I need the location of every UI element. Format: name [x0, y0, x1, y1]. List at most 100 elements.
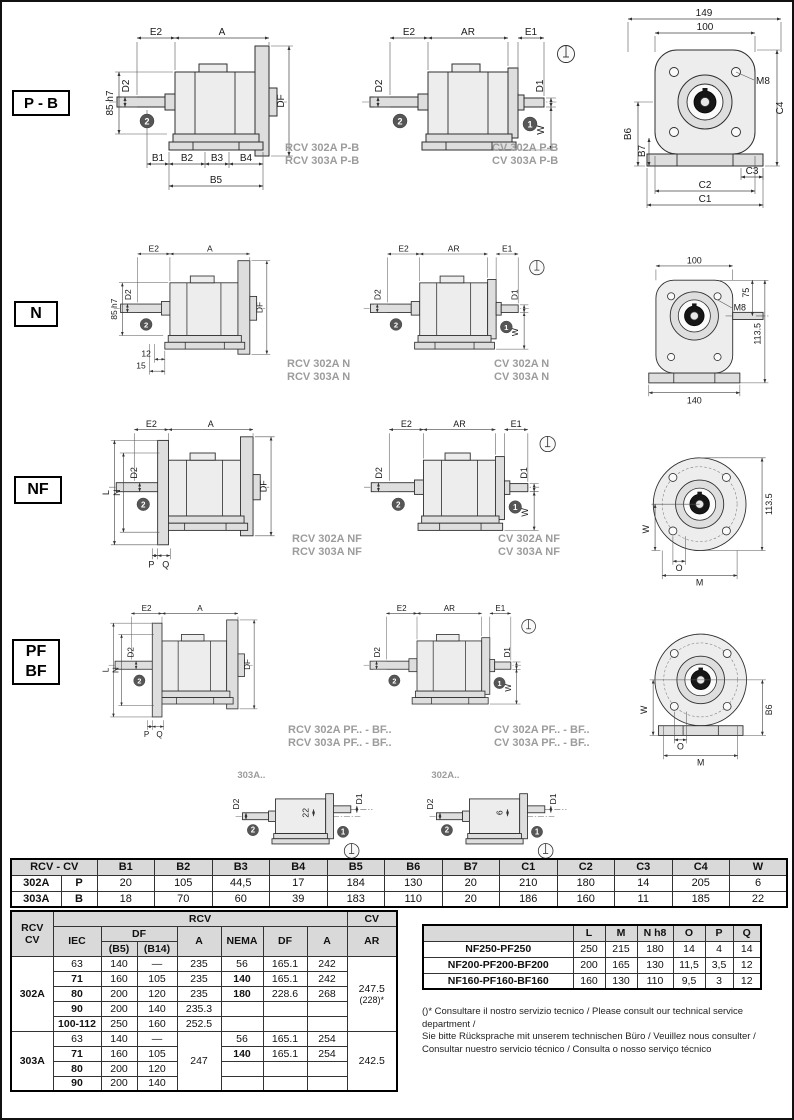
svg-text:E2: E2 — [142, 604, 152, 613]
badge-1-icon — [493, 677, 506, 689]
dim-d1: D1 — [535, 79, 546, 92]
svg-text:A: A — [208, 419, 214, 429]
dim-d2: D2 — [425, 798, 435, 809]
svg-text:1: 1 — [513, 503, 518, 512]
dim-149: 149 — [696, 8, 713, 19]
dim-75: 75 — [741, 288, 751, 298]
dim-axis-offset: 22 — [300, 808, 310, 818]
svg-text:A: A — [197, 604, 203, 613]
dim-b5: B5 — [210, 175, 223, 186]
badge-1-icon — [522, 116, 538, 132]
header-row: IEC DF A NEMA DF A AR — [11, 925, 398, 957]
output-bore — [677, 74, 733, 130]
dim-d1: D1 — [548, 793, 558, 804]
badge-2-icon — [392, 113, 408, 129]
section-label-n: N — [14, 301, 58, 327]
dim-140: 140 — [687, 395, 702, 405]
orientation-icon — [529, 259, 545, 276]
svg-text:2: 2 — [445, 826, 450, 835]
svg-text:2: 2 — [396, 500, 401, 509]
drawing-rear-n: 100 75 M8 113.5 140 — [648, 255, 771, 405]
badge-1-icon — [337, 825, 349, 838]
dim-a: A — [219, 27, 226, 38]
section-label-pb: P - B — [12, 90, 70, 116]
badge-2-icon — [133, 674, 146, 687]
badge-2-icon — [391, 497, 405, 511]
dim-e1: E1 — [525, 27, 538, 38]
drawing-cv-side-pf: E2 AR E1 D1 D2 W 2 1 — [363, 604, 536, 705]
drawing-rear-pb: 149 100 M8 C4 B6 B7 C3 C2 C1 — [623, 8, 786, 208]
dim-shaft-dia: 85 h7 — [105, 90, 116, 115]
badge-2-label: 2 — [144, 117, 149, 127]
svg-text:2: 2 — [394, 320, 398, 329]
dim-w: W — [641, 524, 651, 533]
dim-p: P — [144, 730, 149, 739]
svg-text:1: 1 — [527, 120, 532, 130]
dim-e2: E2 — [403, 27, 416, 38]
insert-caption: 303A.. — [237, 770, 265, 781]
svg-text:1: 1 — [497, 679, 501, 688]
dim-df: DF — [276, 94, 287, 107]
dim-d2: D2 — [129, 467, 139, 479]
svg-text:W: W — [504, 684, 513, 692]
caption-cv-pf: CV 302A PF.. - BF..CV 303A PF.. - BF.. — [494, 724, 590, 749]
svg-text:D2: D2 — [374, 467, 384, 479]
dim-d2: D2 — [121, 79, 132, 92]
badge-1-icon — [531, 825, 543, 838]
caption-rcv-pf: RCV 302A PF.. - BF..RCV 303A PF.. - BF.. — [288, 724, 392, 749]
dim-b3: B3 — [211, 153, 224, 164]
dim-e2: E2 — [150, 27, 163, 38]
badge-2-icon — [389, 318, 403, 331]
svg-text:2: 2 — [397, 117, 402, 127]
badge-1-icon — [508, 500, 522, 514]
dim-p: P — [148, 559, 154, 569]
dim-n: N — [112, 489, 122, 496]
drawing-cv-side-pb: E2 AR E1 D1 D2 W 2 1 — [361, 27, 575, 151]
svg-text:AR: AR — [444, 604, 455, 613]
badge-2-icon — [139, 113, 155, 129]
dim-w: W — [536, 125, 547, 135]
svg-text:W: W — [520, 508, 530, 517]
dim-l: L — [101, 490, 111, 495]
badge-2-icon — [139, 318, 153, 331]
svg-text:2: 2 — [141, 500, 146, 509]
dim-m8: M8 — [756, 76, 770, 87]
drawing-rcv-side-pb: E2 A DF D2 85 h7 B1 B2 B3 B4 B5 2 — [105, 27, 342, 190]
dim-113-5: 113.5 — [752, 323, 762, 345]
svg-text:E1: E1 — [502, 243, 513, 253]
dim-q: Q — [162, 559, 169, 569]
dim-m: M — [696, 577, 703, 587]
dim-100: 100 — [697, 22, 714, 33]
blank-header — [422, 924, 574, 942]
svg-text:E2: E2 — [401, 419, 412, 429]
section-label-nf: NF — [14, 476, 62, 504]
dim-c1: C1 — [699, 194, 712, 205]
drawing-rcv-side-nf: E2 A DF L N D2 P Q 2 — [101, 419, 319, 569]
footnote: ()* Consultare il nostro servizio tecnic… — [422, 1006, 756, 1055]
svg-text:D2: D2 — [373, 289, 383, 300]
svg-text:AR: AR — [453, 419, 466, 429]
svg-text:DF: DF — [243, 659, 252, 670]
svg-text:2: 2 — [137, 676, 141, 685]
col-rcv-cv: RCV - CV — [10, 858, 98, 876]
dim-15: 15 — [136, 361, 146, 371]
